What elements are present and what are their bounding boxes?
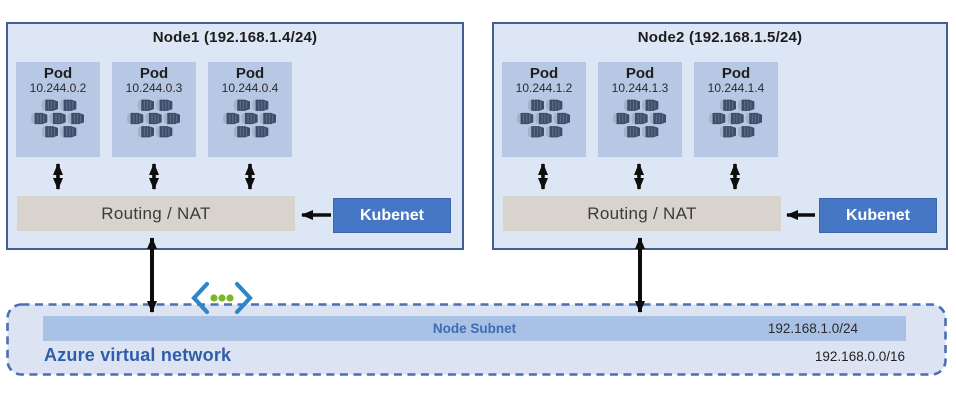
node-subnet-bar: Node Subnet 192.168.1.0/24 — [43, 316, 906, 341]
container-cluster-icon — [223, 98, 277, 138]
azure-vnet-box: Node Subnet 192.168.1.0/24 Azure virtual… — [6, 303, 947, 376]
pod-label: Pod — [139, 65, 169, 82]
container-cluster-icon — [709, 98, 763, 138]
node1-box: Node1 (192.168.1.4/24) Pod 10.244.0.2 Po… — [6, 22, 464, 250]
azure-vnet-label: Azure virtual network — [44, 345, 232, 365]
pod-ip: 10.244.0.4 — [221, 81, 279, 95]
azure-vnet-cidr: 192.168.0.0/16 — [814, 349, 905, 364]
pod-label: Pod — [529, 65, 559, 82]
node1-pod2: Pod 10.244.0.3 — [112, 62, 196, 157]
node-subnet-label: Node Subnet — [432, 321, 517, 336]
container-cluster-icon — [127, 98, 181, 138]
node1-kubenet-box: Kubenet — [333, 198, 451, 233]
pod-ip: 10.244.0.2 — [29, 81, 87, 95]
pod-label: Pod — [235, 65, 265, 82]
container-cluster-icon — [613, 98, 667, 138]
node2-title: Node2 (192.168.1.5/24) — [637, 29, 803, 46]
pod-label: Pod — [721, 65, 751, 82]
container-cluster-icon — [31, 98, 85, 138]
node2-box: Node2 (192.168.1.5/24) Pod 10.244.1.2 Po… — [492, 22, 948, 250]
node2-pod1: Pod 10.244.1.2 — [502, 62, 586, 157]
pod-ip: 10.244.1.3 — [611, 81, 669, 95]
node2-kubenet-box: Kubenet — [819, 198, 937, 233]
node1-routing-nat-bar: Routing / NAT — [17, 196, 295, 231]
pod-label: Pod — [43, 65, 73, 82]
pod-ip: 10.244.1.2 — [515, 81, 573, 95]
pod-label: Pod — [625, 65, 655, 82]
pod-ip: 10.244.0.3 — [125, 81, 183, 95]
node2-pod3: Pod 10.244.1.4 — [694, 62, 778, 157]
container-cluster-icon — [517, 98, 571, 138]
pod-ip: 10.244.1.4 — [707, 81, 765, 95]
node-subnet-cidr: 192.168.1.0/24 — [767, 321, 858, 336]
node1-title: Node1 (192.168.1.4/24) — [152, 29, 318, 46]
node2-pod2: Pod 10.244.1.3 — [598, 62, 682, 157]
node2-routing-nat-bar: Routing / NAT — [503, 196, 781, 231]
node1-pod3: Pod 10.244.0.4 — [208, 62, 292, 157]
node1-pod1: Pod 10.244.0.2 — [16, 62, 100, 157]
